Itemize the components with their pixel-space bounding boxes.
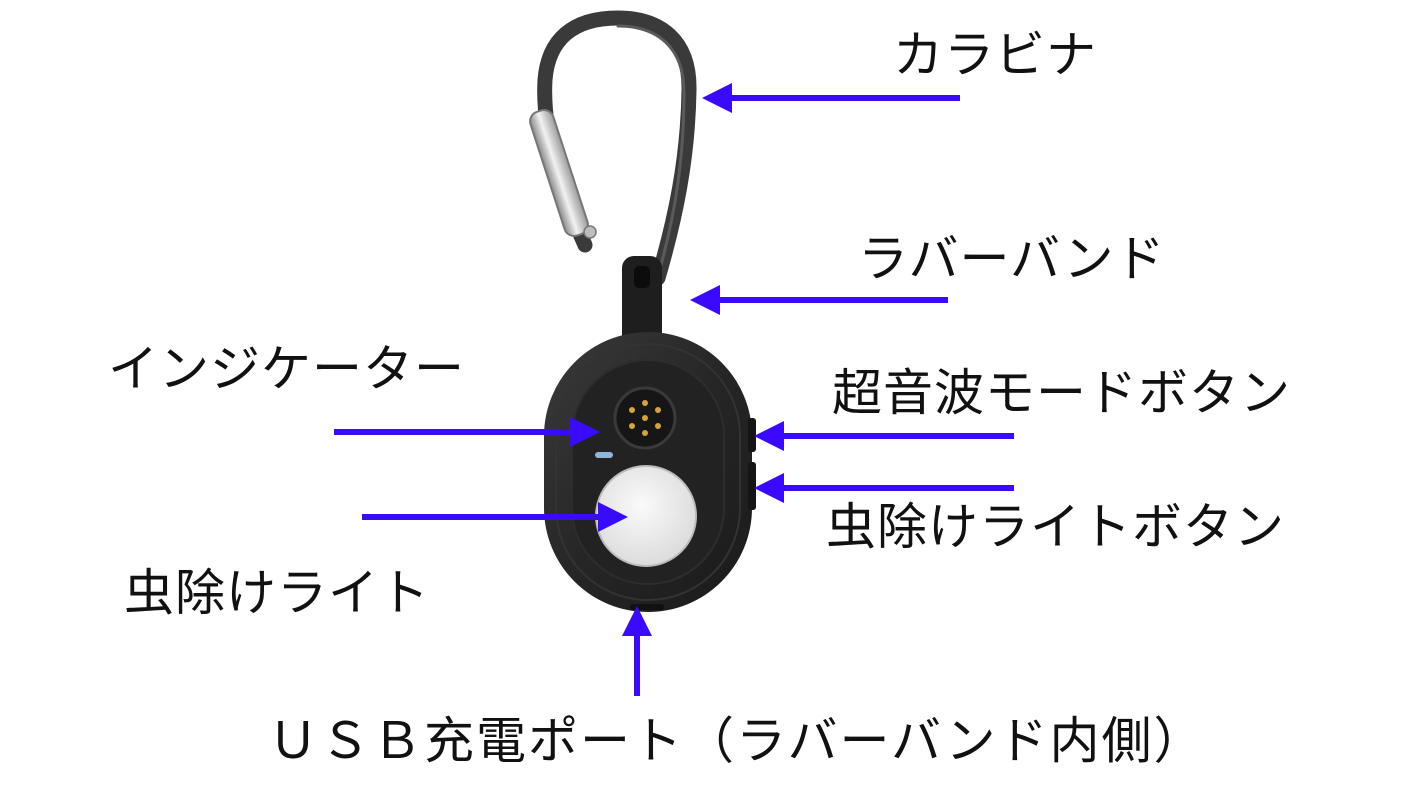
carabiner-gate-pin	[583, 225, 597, 239]
label-insect-light: 虫除けライト	[124, 564, 430, 622]
insect-light-button[interactable]	[748, 462, 756, 510]
carabiner-frame-highlight	[616, 24, 686, 267]
carabiner-gate	[529, 109, 589, 237]
label-rubber-band: ラバーバンド	[858, 230, 1166, 288]
rubber-band-loop-hole	[634, 266, 650, 288]
ultrasonic-mode-button[interactable]	[748, 418, 756, 452]
usb-port	[630, 604, 664, 610]
label-carabiner: カラビナ	[893, 26, 1097, 84]
label-ultrasonic-button: 超音波モードボタン	[832, 364, 1291, 422]
device	[544, 332, 756, 612]
label-usb-port: ＵＳＢ充電ポート（ラバーバンド内側）	[268, 712, 1206, 770]
label-light-button: 虫除けライトボタン	[826, 498, 1285, 556]
device-face-rim	[555, 343, 741, 601]
speaker-grille	[613, 386, 677, 450]
indicator-led	[595, 452, 613, 458]
label-indicator: インジケーター	[108, 340, 465, 398]
carabiner	[529, 10, 697, 286]
